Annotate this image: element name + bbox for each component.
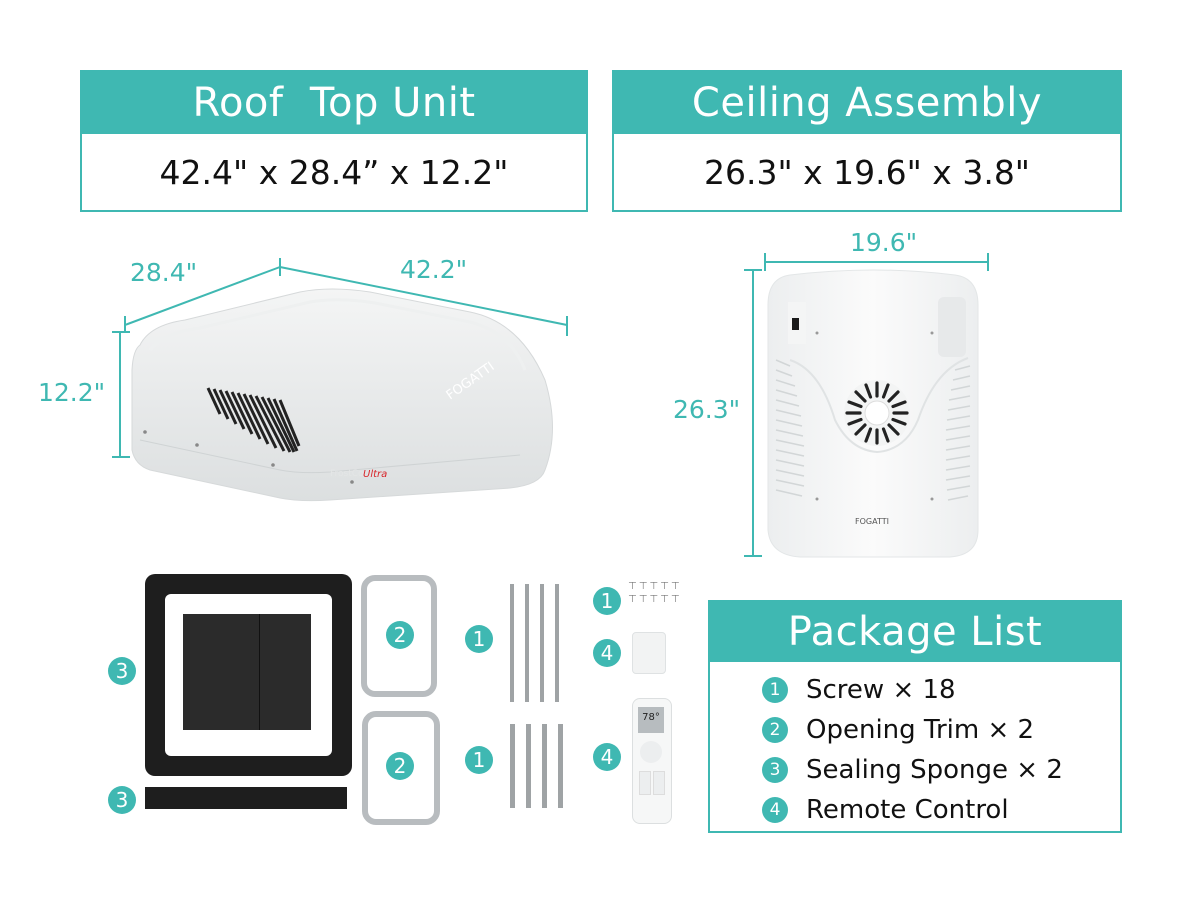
roof-top-unit-drawing: FOGATTI FrostCore Ultra <box>112 258 568 502</box>
remote-holder <box>632 632 666 674</box>
roof-top-unit-dimensions: 42.4" x 28.4” x 12.2" <box>159 152 509 192</box>
ceiling-brand-logo: FOGATTI <box>855 517 889 526</box>
roof-top-unit-title: Roof Top Unit <box>82 72 586 134</box>
package-list-items: 1 Screw × 18 2 Opening Trim × 2 3 Sealin… <box>710 662 1120 830</box>
number-badge-icon: 2 <box>762 717 788 743</box>
ceiling-assembly-title: Ceiling Assembly <box>614 72 1120 134</box>
ceiling-assembly-dimensions: 26.3" x 19.6" x 3.8" <box>704 152 1030 192</box>
badge-opening-trim-1: 2 <box>386 621 414 649</box>
sealing-sponge-strip <box>145 787 347 809</box>
small-screws: ⊤⊤⊤⊤⊤⊤⊤⊤⊤⊤ <box>628 581 682 605</box>
package-item-label: Opening Trim × 2 <box>806 715 1035 745</box>
package-item-label: Screw × 18 <box>806 675 956 705</box>
number-badge-icon: 1 <box>762 677 788 703</box>
svg-text:Ultra: Ultra <box>363 469 387 480</box>
ceiling-assembly-drawing: FOGATTI <box>744 253 989 558</box>
badge-sealing-strip: 3 <box>108 786 136 814</box>
number-badge-icon: 3 <box>762 757 788 783</box>
roof-length-label: 42.2" <box>400 255 468 284</box>
badge-remote-holder: 4 <box>593 639 621 667</box>
badge-bolts-bottom: 1 <box>465 746 493 774</box>
roof-depth-label: 28.4" <box>130 258 198 287</box>
ceiling-height-label: 26.3" <box>673 395 741 424</box>
badge-opening-trim-2: 2 <box>386 752 414 780</box>
svg-text:FrostCore: FrostCore <box>330 469 373 479</box>
sealing-sponge-frame <box>145 574 352 776</box>
number-badge-icon: 4 <box>762 797 788 823</box>
badge-bolts-top: 1 <box>465 625 493 653</box>
badge-small-screws: 1 <box>593 587 621 615</box>
badge-sealing-sponge: 3 <box>108 657 136 685</box>
package-list-title: Package List <box>710 602 1120 662</box>
package-item-sealing-sponge: 3 Sealing Sponge × 2 <box>762 750 1120 790</box>
package-item-label: Sealing Sponge × 2 <box>806 755 1063 785</box>
ceiling-width-label: 19.6" <box>850 228 918 257</box>
package-item-screw: 1 Screw × 18 <box>762 670 1120 710</box>
ceiling-assembly-spec: Ceiling Assembly 26.3" x 19.6" x 3.8" <box>612 70 1122 212</box>
long-bolts-bottom <box>505 722 565 810</box>
badge-remote-control: 4 <box>593 743 621 771</box>
package-item-remote-control: 4 Remote Control <box>762 790 1120 830</box>
package-item-opening-trim: 2 Opening Trim × 2 <box>762 710 1120 750</box>
ceiling-assembly-image: FOGATTI 19.6" 26.3" <box>660 220 1020 570</box>
remote-display: 78° <box>638 707 664 733</box>
roof-height-label: 12.2" <box>38 378 106 407</box>
package-item-label: Remote Control <box>806 795 1009 825</box>
long-bolts-top <box>505 580 565 705</box>
roof-top-unit-image: FOGATTI FrostCore Ultra 28.4" 42.2" 12.2… <box>0 230 600 540</box>
package-list: Package List 1 Screw × 18 2 Opening Trim… <box>708 600 1122 833</box>
roof-top-unit-spec: Roof Top Unit 42.4" x 28.4” x 12.2" <box>80 70 588 212</box>
remote-control: 78° <box>632 698 672 824</box>
fan-icon <box>844 380 910 446</box>
